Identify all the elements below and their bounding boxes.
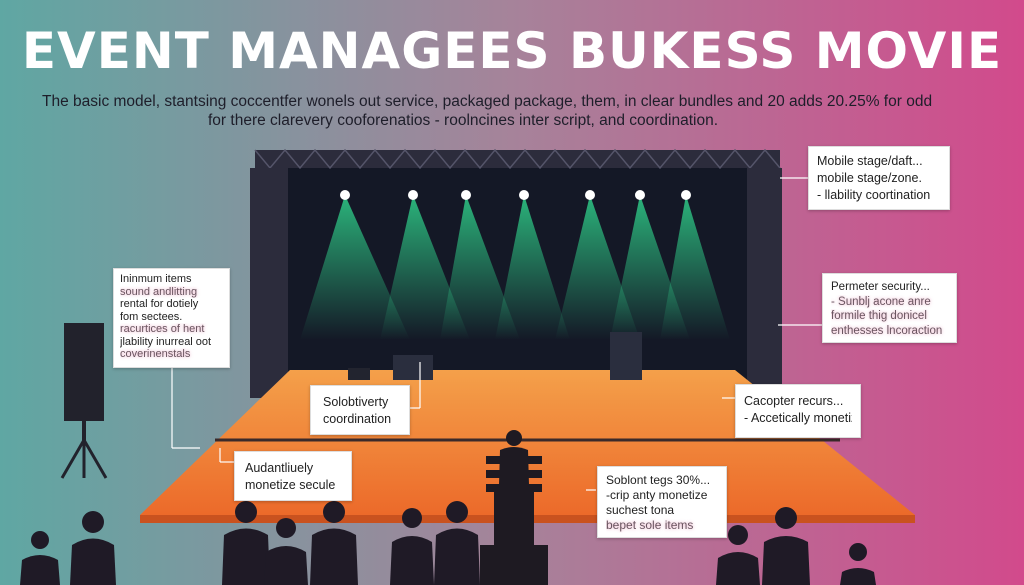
callout-line: suchest tona	[606, 503, 675, 517]
callout-line: monetize secule	[245, 478, 336, 492]
callout-line: - Sunblj acone anre	[831, 295, 931, 308]
callout-line: sound andlitting	[120, 285, 198, 298]
callout-line: Ininmum items	[120, 273, 192, 285]
callout-line: - Accetically monetize	[744, 411, 852, 425]
callout-line: Solobtiverty	[323, 395, 389, 409]
callout-perimeter-security: Permeter security... - Sunblj acone anre…	[822, 273, 957, 343]
callout-line: - llability coortination	[817, 188, 931, 202]
callout-minimum-items: Ininmum items sound andlitting rental fo…	[113, 268, 230, 368]
callout-line: bepet sole items	[606, 518, 694, 532]
callout-line: coverinenstals	[120, 348, 191, 360]
callout-line: -crip anty monetize	[606, 488, 708, 502]
callout-coordination: Solobtiverty coordination	[310, 385, 410, 435]
callout-cacopter-recurs: Cacopter recurs... - Accetically monetiz…	[735, 384, 861, 438]
callout-line: Mobile stage/daft...	[817, 154, 923, 168]
callout-line: Audantliuely	[245, 461, 314, 475]
spotlight-beams	[300, 195, 730, 340]
subtitle-line-2: for there clarevery cooforenatios - rool…	[208, 112, 719, 129]
spotlight-lamps	[340, 190, 691, 200]
callout-line: jlability inurreal oot	[120, 335, 212, 348]
subtitle-line-1: The basic model, stantsing coccentfer wo…	[42, 93, 933, 110]
callout-soblont-tegs: Soblont tegs 30%... -crip anty monetize …	[597, 466, 727, 538]
callout-monetize: Audantliuely monetize secule	[234, 451, 352, 501]
callout-line: Permeter security...	[831, 281, 930, 293]
callout-mobile-stage: Mobile stage/daft... mobile stage/zone. …	[808, 146, 950, 210]
callout-line: coordination	[323, 412, 392, 426]
callout-line: Soblont tegs 30%...	[606, 473, 711, 487]
callout-line: Cacopter recurs...	[744, 394, 844, 408]
callout-line: enthesses lncoraction	[831, 324, 943, 337]
callout-line: fom sectees.	[120, 310, 183, 323]
callout-line: racurtices of hent	[120, 323, 205, 335]
page-title: EVENT MANAGEES BUKESS MOVIE	[21, 22, 1003, 80]
callout-line: rental for dotiely	[120, 298, 199, 310]
callout-line: formile thig donicel	[831, 310, 927, 322]
callout-line: mobile stage/zone.	[817, 171, 922, 185]
